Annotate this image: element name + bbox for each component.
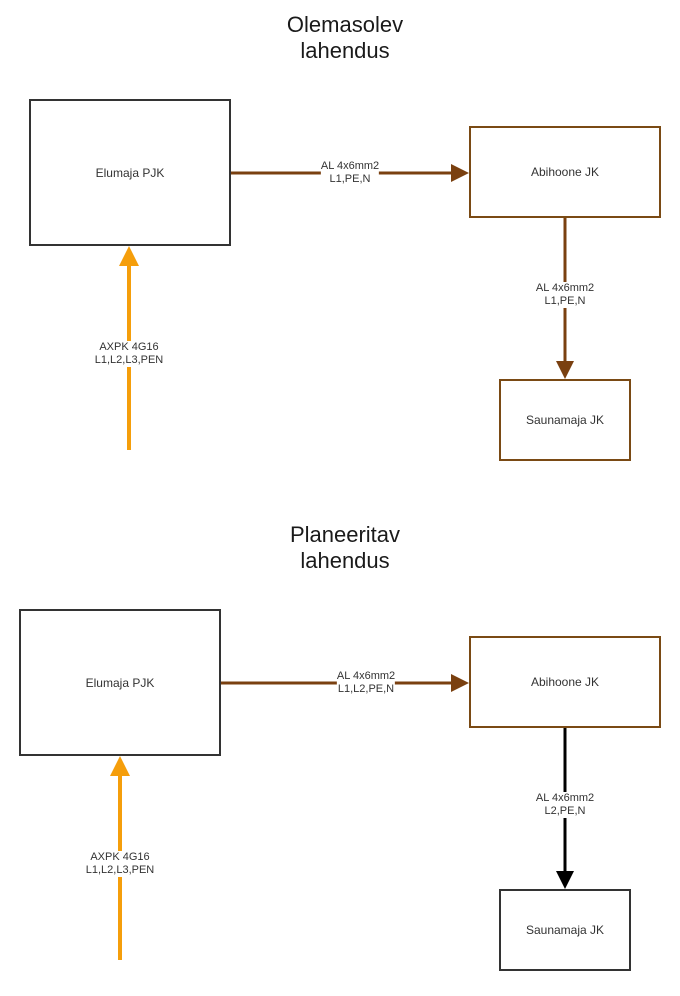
cable-type: AXPK 4G16 <box>99 341 159 353</box>
cable-phases: L1,L2,PE,N <box>337 683 395 695</box>
cable-phases: L1,PE,N <box>544 295 586 307</box>
title-line-1: Planeeritav <box>289 522 401 547</box>
title-line-2: lahendus <box>300 548 390 573</box>
title-line-2: lahendus <box>300 38 390 63</box>
node-sauna-panel[interactable]: Saunamaja JK <box>499 889 631 971</box>
node-label: Saunamaja JK <box>525 413 605 427</box>
node-label: Saunamaja JK <box>525 923 605 937</box>
node-label: Elumaja PJK <box>95 165 165 180</box>
title-line-1: Olemasolev <box>286 12 404 37</box>
node-main-panel[interactable]: Elumaja PJK <box>29 99 231 246</box>
cable-phases: L2,PE,N <box>544 805 586 817</box>
aux-to-sauna-label: AL 4x6mm2 L1,PE,N <box>535 282 595 308</box>
feed-cable-label: AXPK 4G16 L1,L2,L3,PEN <box>94 341 164 367</box>
main-to-aux-label: AL 4x6mm2 L1,PE,N <box>320 160 380 186</box>
cable-type: AL 4x6mm2 <box>535 282 595 294</box>
node-label: Elumaja PJK <box>85 675 155 690</box>
cable-type: AL 4x6mm2 <box>336 670 396 682</box>
main-to-aux-label: AL 4x6mm2 L1,L2,PE,N <box>336 670 396 696</box>
feed-cable-label: AXPK 4G16 L1,L2,L3,PEN <box>85 851 155 877</box>
cable-phases: L1,L2,L3,PEN <box>85 864 155 876</box>
cable-phases: L1,L2,L3,PEN <box>94 354 164 366</box>
node-main-panel[interactable]: Elumaja PJK <box>19 609 221 756</box>
cable-phases: L1,PE,N <box>329 173 371 185</box>
cable-type: AXPK 4G16 <box>90 851 150 863</box>
node-label: Abihoone JK <box>530 675 600 689</box>
node-aux-panel[interactable]: Abihoone JK <box>469 126 661 218</box>
cable-type: AL 4x6mm2 <box>535 792 595 804</box>
section-title-planned: Planeeritav lahendus <box>245 522 445 574</box>
section-title-existing: Olemasolev lahendus <box>245 12 445 64</box>
node-sauna-panel[interactable]: Saunamaja JK <box>499 379 631 461</box>
aux-to-sauna-label: AL 4x6mm2 L2,PE,N <box>535 792 595 818</box>
node-label: Abihoone JK <box>530 165 600 179</box>
node-aux-panel[interactable]: Abihoone JK <box>469 636 661 728</box>
cable-type: AL 4x6mm2 <box>320 160 380 172</box>
